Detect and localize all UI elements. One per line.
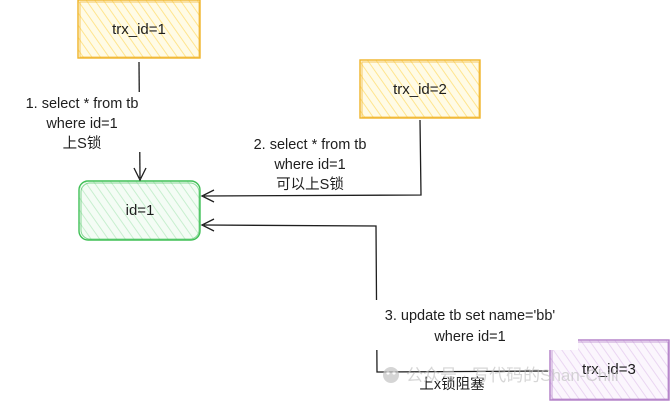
node-trx-1-label: trx_id=1 [112, 21, 166, 38]
edge-trx2-line [203, 119, 422, 197]
edge-trx2-arrowhead [200, 189, 215, 203]
node-trx-1-box [77, 0, 201, 59]
edge-label-2-line-2: where id=1 [273, 157, 345, 173]
edge-label-2-line-3: 可以上S锁 [276, 176, 344, 193]
node-trx-3-label: trx_id=3 [582, 361, 636, 378]
edge-trx2-to-row [200, 119, 422, 203]
edge-label-3: 3. update tb set name='bb' where id=1 上x… [366, 300, 578, 393]
node-row-id-1-box [78, 180, 201, 241]
node-trx-1: trx_id=1 [77, 0, 201, 59]
edge-label-1-line-2: where id=1 [45, 116, 117, 132]
node-row-id-1: id=1 [78, 180, 201, 241]
edge-label-1-line-3: 上S锁 [63, 135, 102, 152]
edge-trx1-arrowhead [133, 167, 147, 182]
watermark-logo-icon [383, 367, 399, 383]
node-row-id-1-label: id=1 [126, 202, 155, 219]
watermark-text: 公众号 · 写代码的Shan-Chili [406, 366, 619, 385]
edge-trx3-line [203, 224, 549, 373]
edge-label-3-line-1: 3. update tb set name='bb' [385, 308, 556, 324]
edge-label-3-line-2: where id=1 [433, 329, 505, 345]
node-trx-2-label: trx_id=2 [393, 81, 447, 98]
watermark: 公众号 · 写代码的Shan-Chili [383, 366, 619, 385]
node-trx-2-box [359, 59, 481, 119]
edge-label-1-line-1: 1. select * from tb [26, 96, 139, 112]
node-trx-2: trx_id=2 [359, 59, 481, 119]
edge-label-3-line-3: 上x锁阻塞 [419, 375, 484, 393]
edge-label-1: 1. select * from tb where id=1 上S锁 [8, 92, 158, 152]
edge-label-2-line-1: 2. select * from tb [254, 137, 367, 153]
edge-label-2: 2. select * from tb where id=1 可以上S锁 [254, 137, 367, 193]
edge-trx3-to-row [200, 218, 549, 373]
edge-trx3-arrowhead [200, 218, 215, 232]
